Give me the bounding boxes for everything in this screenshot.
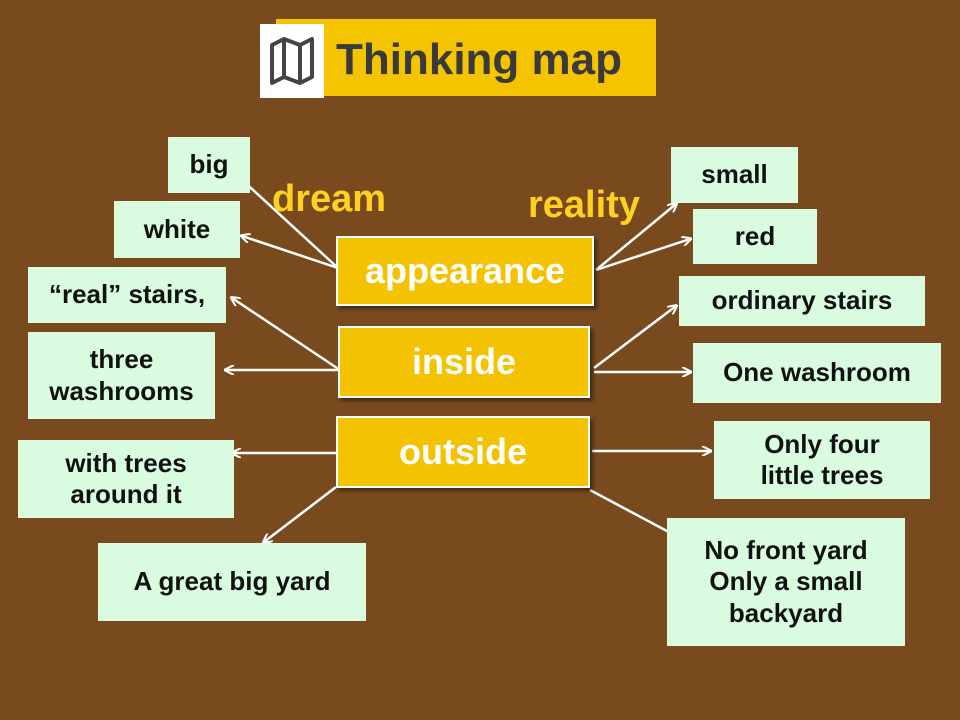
- leaf-small: small: [671, 147, 798, 203]
- arrow-appearance-red: [595, 239, 690, 272]
- arrow-appearance-small: [595, 204, 676, 271]
- hub-appearance: appearance: [336, 236, 594, 306]
- leaf-great-big-yard: A great big yard: [98, 543, 366, 621]
- leaf-big: big: [168, 137, 250, 193]
- leaf-one-washroom: One washroom: [693, 343, 941, 403]
- leaf-white: white: [114, 201, 240, 258]
- leaf-with-trees: with trees around it: [18, 440, 234, 518]
- arrow-inside-ordinary-stairs: [593, 306, 676, 369]
- leaf-four-little-trees: Only four little trees: [714, 421, 930, 499]
- arrow-outside-no-front-yard: [589, 488, 680, 538]
- hub-inside: inside: [338, 326, 590, 398]
- leaf-no-front-yard: No front yard Only a small backyard: [667, 518, 905, 646]
- arrow-appearance-big: [240, 178, 339, 269]
- map-icon: [260, 24, 324, 98]
- leaf-three-washrooms: three washrooms: [28, 332, 215, 419]
- leaf-red: red: [693, 209, 817, 264]
- arrow-inside-stairs: [232, 298, 341, 372]
- leaf-ordinary-stairs: ordinary stairs: [679, 276, 925, 326]
- hub-outside: outside: [336, 416, 590, 488]
- arrow-appearance-white: [242, 236, 339, 270]
- page-title: Thinking map: [336, 35, 622, 84]
- dream-label: dream: [272, 178, 387, 220]
- arrow-outside-yard: [264, 486, 337, 542]
- title-banner: [276, 19, 656, 96]
- leaf-real-stairs: “real” stairs,: [28, 267, 226, 323]
- reality-label: reality: [528, 184, 640, 226]
